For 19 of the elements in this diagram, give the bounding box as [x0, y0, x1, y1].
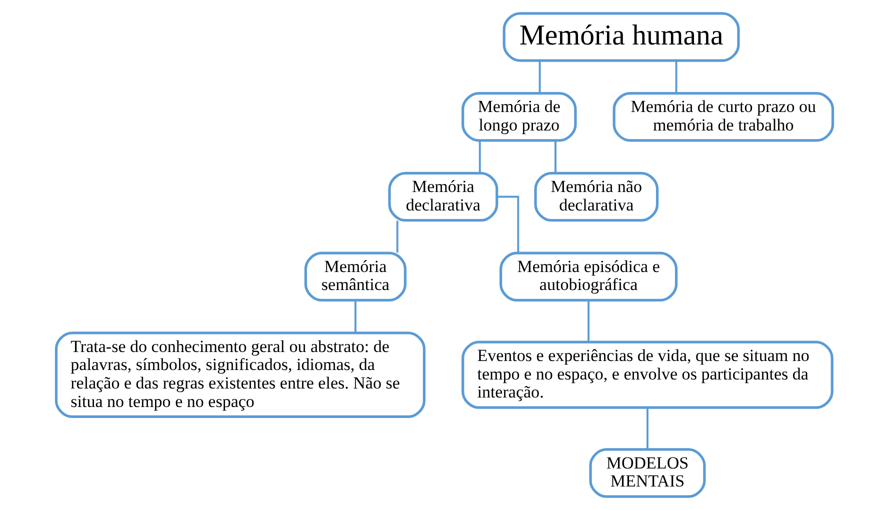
connector	[538, 60, 541, 93]
node-box: Memória de curto prazo ou memória de trabalho	[612, 92, 834, 142]
connector	[478, 140, 481, 173]
connector	[675, 60, 678, 93]
connector	[354, 300, 356, 333]
connector	[396, 220, 398, 253]
node-box: Trata-se do conhecimento geral ou abstrato: de palavras, símbolos, significados, idiomas, da relação e das regras existentes entre eles. Não se situa no tempo e no espaço	[54, 332, 426, 418]
node-box: Memória semântica	[304, 252, 407, 302]
node-box: Memória não declarativa	[534, 172, 659, 222]
connector	[646, 408, 648, 450]
connector	[497, 196, 520, 253]
connector	[588, 300, 590, 342]
node-box: Memória declarativa	[388, 172, 498, 222]
connector	[554, 140, 556, 173]
node-box: Eventos e experiências de vida, que se situam no tempo e no espaço, e envolve os participantes da interação.	[462, 340, 834, 409]
node-box: Memória de longo prazo	[462, 92, 577, 142]
node-box: Memória humana	[502, 12, 740, 62]
node-box: Memória episódica e autobiográfica	[500, 252, 678, 302]
node-box: MODELOS MENTAIS	[589, 448, 706, 498]
